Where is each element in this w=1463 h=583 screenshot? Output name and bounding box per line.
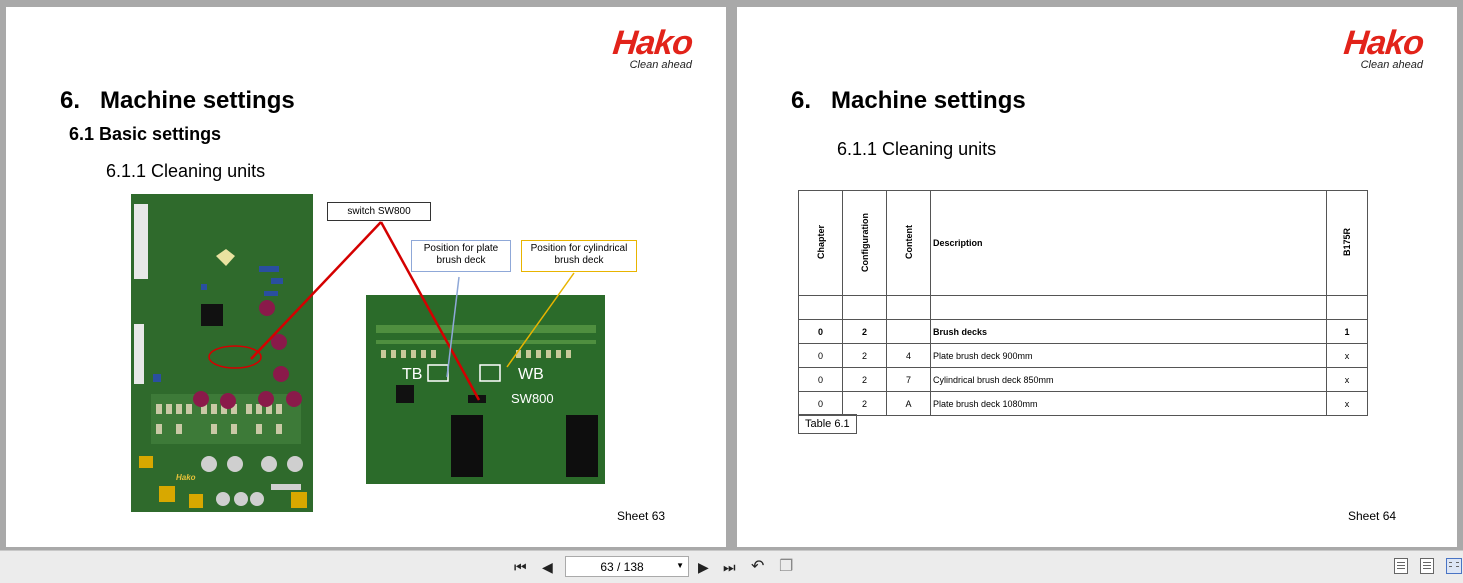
table-header-row: Chapter Configuration Content Descriptio…	[798, 190, 1368, 296]
board-wb-label: WB	[518, 366, 544, 383]
column-header: B175R	[1326, 190, 1368, 296]
two-page-view-icon[interactable]	[1446, 558, 1462, 574]
table-caption: Table 6.1	[798, 414, 857, 434]
next-page-icon[interactable]: ▶	[698, 559, 709, 575]
table-spacer-row	[798, 295, 1368, 320]
rotate-icon[interactable]: ↶	[751, 558, 765, 575]
board-brand-label: Hako	[176, 473, 196, 482]
page-heading: 6. Machine settings	[60, 87, 295, 114]
cylindrical-position-callout: Position for cylindrical brush deck	[521, 240, 637, 272]
last-page-icon[interactable]: ⏭	[723, 559, 736, 575]
hako-logo: Hako Clean ahead	[1313, 24, 1425, 71]
single-page-view-icon[interactable]	[1394, 558, 1408, 574]
first-page-icon[interactable]: ⏮	[514, 559, 527, 575]
page-number-field[interactable]: 63 / 138 ▼	[565, 556, 689, 577]
hako-logo: Hako Clean ahead	[582, 24, 694, 71]
page-indicator: 63 / 138	[600, 560, 644, 574]
viewer-toolbar: ⏮ ◀ 63 / 138 ▼ ▶ ⏭ ↶ ❐	[0, 550, 1463, 583]
right-page: Hako Clean ahead 6. Machine settings 6.1…	[737, 7, 1457, 547]
settings-table: Chapter Configuration Content Descriptio…	[798, 190, 1368, 416]
chevron-down-icon[interactable]: ▼	[676, 561, 684, 570]
continuous-view-icon[interactable]	[1420, 558, 1434, 574]
column-header: Chapter	[798, 190, 843, 296]
sheet-number: Sheet 63	[617, 509, 666, 523]
section-heading: 6.1 Basic settings	[69, 124, 222, 144]
plate-position-callout: Position for plate brush deck	[411, 240, 511, 272]
pcb-board-image: Hako	[131, 194, 313, 512]
left-page: Hako Clean ahead 6. Machine settings 6.1…	[6, 7, 726, 547]
pcb-board-drawing: Hako	[131, 194, 313, 512]
column-header: Description	[930, 190, 1327, 296]
page-heading: 6. Machine settings	[791, 87, 1026, 114]
board-tb-label: TB	[402, 366, 422, 383]
subsection-heading: 6.1.1 Cleaning units	[837, 139, 997, 159]
table-row: 0 2 7 Cylindrical brush deck 850mm x	[798, 367, 1368, 392]
table-row: 0 2 4 Plate brush deck 900mm x	[798, 343, 1368, 368]
prev-page-icon[interactable]: ◀	[542, 559, 553, 575]
pcb-zoom-drawing: TB WB SW800	[366, 295, 605, 484]
sheet-number: Sheet 64	[1348, 509, 1397, 523]
callout-pointers	[250, 221, 575, 401]
copy-icon[interactable]: ❐	[779, 558, 794, 575]
logo-tagline: Clean ahead	[1360, 59, 1423, 71]
logo-tagline: Clean ahead	[629, 59, 692, 71]
pcb-zoom-image: TB WB SW800	[366, 295, 605, 484]
subsection-heading: 6.1.1 Cleaning units	[106, 161, 266, 181]
column-header: Content	[886, 190, 931, 296]
switch-callout: switch SW800	[327, 202, 431, 221]
table-row: 0 2 A Plate brush deck 1080mm x	[798, 391, 1368, 416]
table-row: 0 2 Brush decks 1	[798, 319, 1368, 344]
logo-word: Hako	[1341, 24, 1425, 62]
board-sw800-label: SW800	[511, 391, 554, 406]
column-header: Configuration	[842, 190, 887, 296]
